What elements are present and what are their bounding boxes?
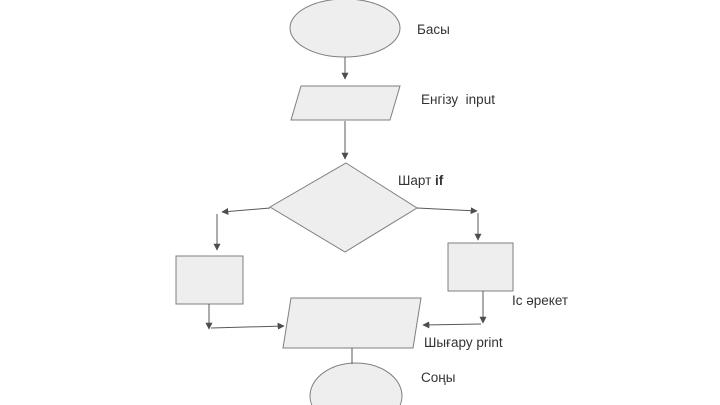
decision-label: Шарт if	[398, 173, 443, 189]
output-label: Шығару print	[424, 335, 503, 350]
input-parallelogram-shape	[290, 85, 401, 121]
output-parallelogram-shape	[282, 297, 422, 349]
process-right-rect-shape	[447, 242, 514, 292]
edge-right-process-to-output	[422, 321, 482, 329]
process-left-rect-shape	[175, 255, 244, 305]
edge-decision-right-horizontal	[416, 207, 478, 215]
decision-label-text: Шарт	[398, 173, 436, 188]
start-terminator-shape	[289, 0, 401, 58]
edge-decision-left-horizontal	[221, 207, 271, 215]
end-label: Соңы	[421, 370, 456, 385]
input-label: Енгізу input	[421, 92, 495, 107]
start-label: Басы	[417, 22, 450, 37]
end-terminator-shape	[309, 362, 403, 405]
decision-diamond-shape	[269, 162, 418, 253]
decision-label-keyword: if	[435, 173, 444, 188]
edge-left-process-to-output	[210, 322, 285, 330]
action-label: Іс әрекет	[512, 293, 569, 308]
